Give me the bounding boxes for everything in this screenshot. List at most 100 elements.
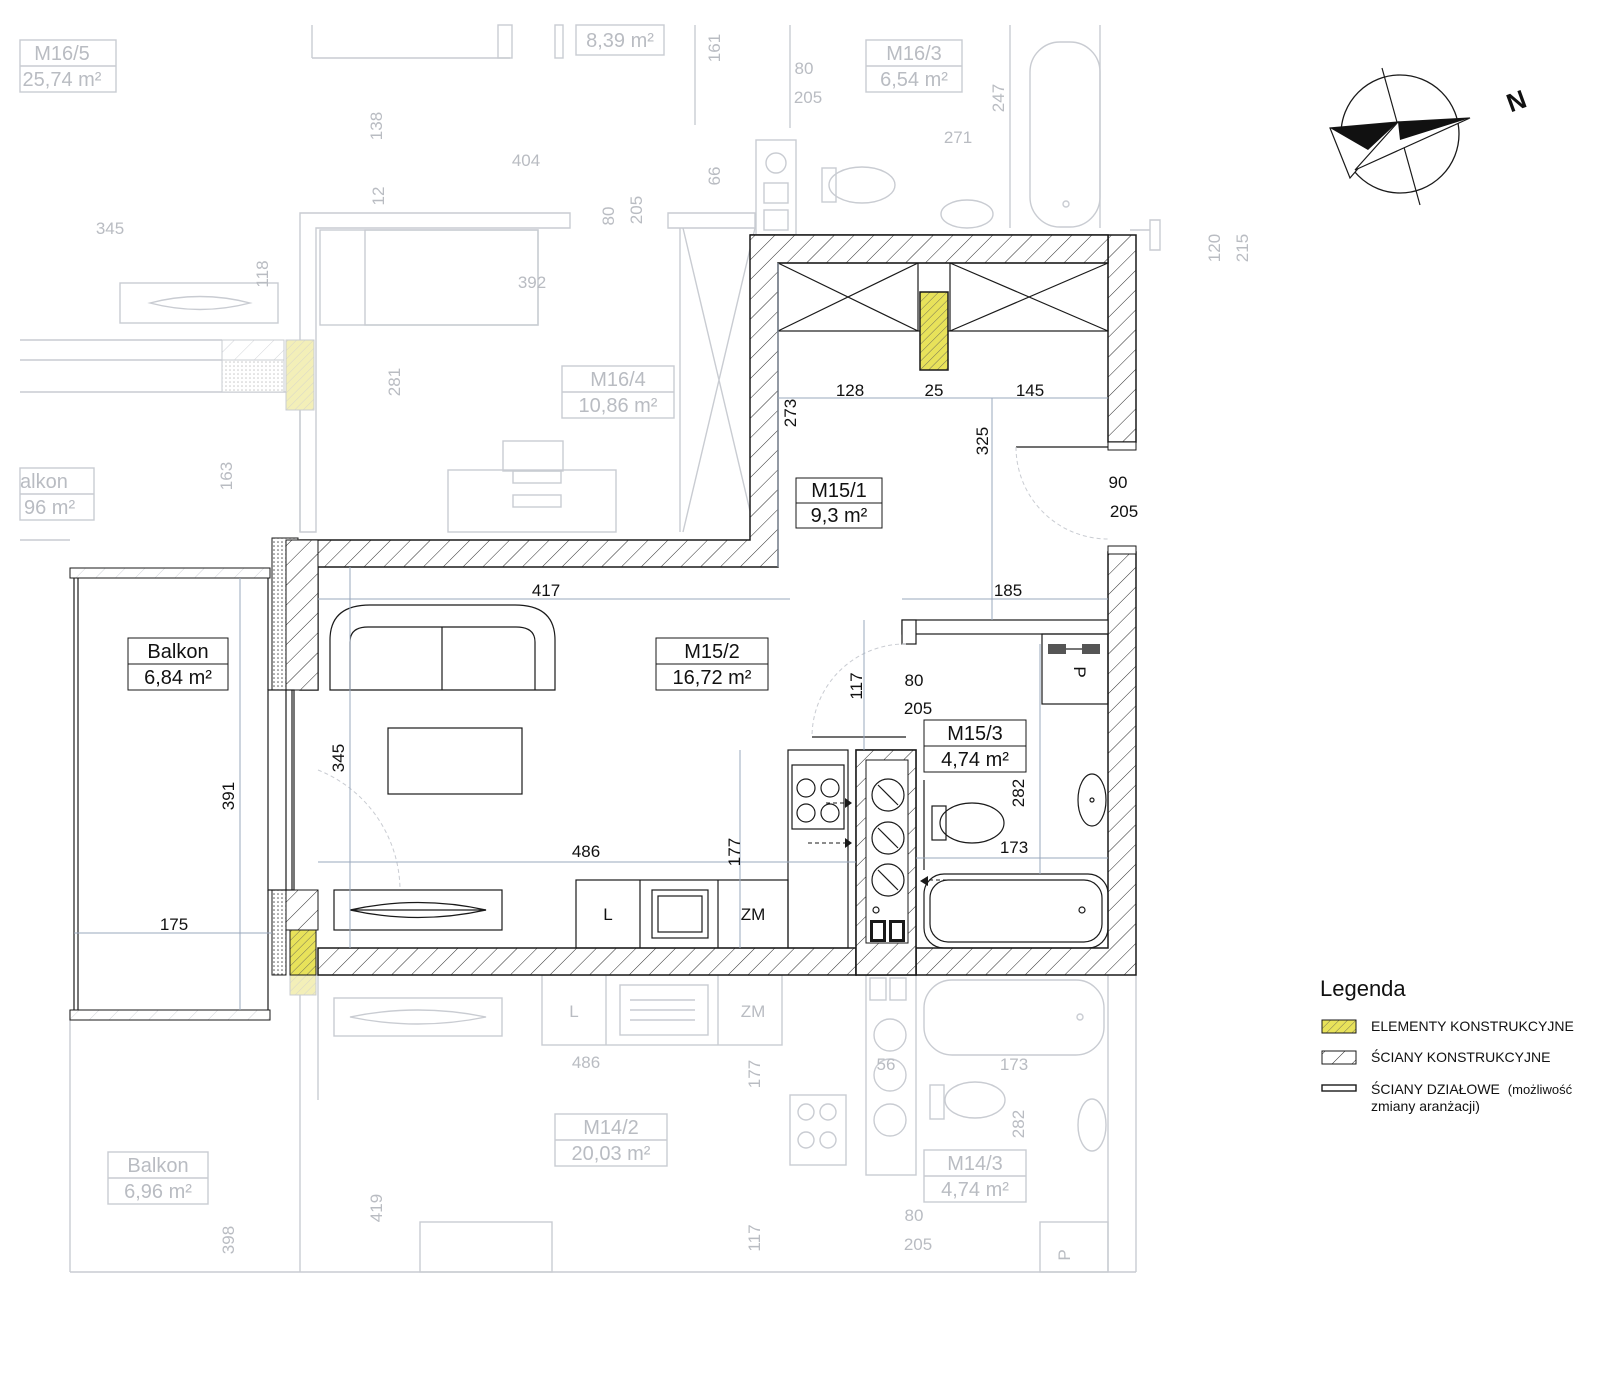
dimension-labels: 128 25 145 273 325 90 205 417 185 117 80… xyxy=(160,381,1138,934)
svg-text:12: 12 xyxy=(369,187,388,206)
svg-text:80: 80 xyxy=(599,207,618,226)
svg-text:273: 273 xyxy=(781,399,800,427)
svg-text:117: 117 xyxy=(745,1224,764,1251)
structural-element xyxy=(289,929,317,976)
svg-text:20,03 m²: 20,03 m² xyxy=(572,1143,651,1165)
svg-text:120: 120 xyxy=(1205,234,1224,262)
svg-text:P: P xyxy=(1070,666,1089,677)
svg-text:185: 185 xyxy=(994,581,1022,600)
svg-text:215: 215 xyxy=(1233,234,1252,262)
room-label-balkon: Balkon 6,84 m² xyxy=(127,637,229,691)
svg-text:25,74 m²: 25,74 m² xyxy=(23,69,102,91)
room-label-m14-3: M14/3 4,74 m² xyxy=(941,1153,1009,1201)
svg-text:zmiany aranżacji): zmiany aranżacji) xyxy=(1371,1098,1480,1114)
room-label-m16-3: M16/3 6,54 m² xyxy=(880,43,948,91)
svg-text:M16/5: M16/5 xyxy=(34,43,90,65)
apartment-m15 xyxy=(69,234,1137,1021)
svg-text:177: 177 xyxy=(725,838,744,866)
svg-text:L: L xyxy=(569,1002,578,1021)
svg-text:271: 271 xyxy=(944,128,972,147)
svg-text:ELEMENTY KONSTRUKCYJNE: ELEMENTY KONSTRUKCYJNE xyxy=(1371,1018,1574,1034)
svg-text:282: 282 xyxy=(1009,779,1028,807)
svg-text:417: 417 xyxy=(532,581,560,600)
svg-text:145: 145 xyxy=(1016,381,1044,400)
svg-text:80: 80 xyxy=(905,1206,924,1225)
room-label-m15-2: M15/2 16,72 m² xyxy=(655,637,769,691)
svg-text:9,3 m²: 9,3 m² xyxy=(811,505,868,527)
svg-text:25: 25 xyxy=(925,381,944,400)
structural-column xyxy=(919,291,949,371)
svg-text:205: 205 xyxy=(1110,502,1138,521)
svg-text:4,74 m²: 4,74 m² xyxy=(941,1179,1009,1201)
svg-text:M14/3: M14/3 xyxy=(947,1153,1003,1175)
svg-text:56: 56 xyxy=(877,1055,896,1074)
dimension-lines xyxy=(74,263,1108,1010)
svg-text:8,39 m²: 8,39 m² xyxy=(586,30,654,52)
svg-text:ZM: ZM xyxy=(741,1002,766,1021)
svg-text:ZM: ZM xyxy=(741,905,766,924)
svg-text:Balkon: Balkon xyxy=(147,641,208,663)
svg-text:6,84 m²: 6,84 m² xyxy=(144,667,212,689)
room-label-m16-5: M16/5 25,74 m² xyxy=(23,43,102,91)
svg-text:10,86 m²: 10,86 m² xyxy=(579,395,658,417)
svg-text:486: 486 xyxy=(572,1053,600,1072)
svg-text:M15/3: M15/3 xyxy=(947,723,1003,745)
svg-text:345: 345 xyxy=(96,219,124,238)
room-label-m16-top: 8,39 m² xyxy=(586,30,654,52)
svg-text:138: 138 xyxy=(367,112,386,140)
svg-text:M15/1: M15/1 xyxy=(811,480,867,502)
svg-text:173: 173 xyxy=(1000,1055,1028,1074)
svg-text:Balkon: Balkon xyxy=(127,1155,188,1177)
svg-text:163: 163 xyxy=(217,462,236,490)
svg-text:205: 205 xyxy=(794,88,822,107)
svg-text:205: 205 xyxy=(904,699,932,718)
svg-text:66: 66 xyxy=(705,167,724,186)
svg-text:M16/4: M16/4 xyxy=(590,369,646,391)
svg-text:P: P xyxy=(1055,1249,1074,1260)
svg-text:177: 177 xyxy=(745,1060,764,1088)
compass: N xyxy=(1329,67,1530,206)
svg-text:281: 281 xyxy=(385,368,404,396)
svg-text:398: 398 xyxy=(219,1226,238,1254)
svg-text:345: 345 xyxy=(329,744,348,772)
room-label-m16-4: M16/4 10,86 m² xyxy=(579,369,658,417)
svg-text:16,72 m²: 16,72 m² xyxy=(673,667,752,689)
svg-text:419: 419 xyxy=(367,1194,386,1222)
svg-text:Legenda: Legenda xyxy=(1320,976,1406,1001)
svg-text:392: 392 xyxy=(518,273,546,292)
compass-north-label: N xyxy=(1502,84,1530,119)
svg-text:282: 282 xyxy=(1009,1110,1028,1138)
room-label-m14-2: M14/2 20,03 m² xyxy=(572,1117,651,1165)
svg-text:96 m²: 96 m² xyxy=(24,497,75,519)
svg-text:ŚCIANY KONSTRUKCYJNE: ŚCIANY KONSTRUKCYJNE xyxy=(1371,1048,1550,1065)
svg-text:117: 117 xyxy=(847,672,866,699)
svg-text:175: 175 xyxy=(160,915,188,934)
svg-text:247: 247 xyxy=(989,84,1008,112)
svg-text:325: 325 xyxy=(973,427,992,455)
svg-text:80: 80 xyxy=(905,671,924,690)
fixture-labels: L ZM P L ZM P xyxy=(569,666,1089,1260)
svg-text:391: 391 xyxy=(219,782,238,810)
svg-text:486: 486 xyxy=(572,842,600,861)
svg-text:205: 205 xyxy=(627,196,646,224)
svg-text:M16/3: M16/3 xyxy=(886,43,942,65)
svg-text:alkon: alkon xyxy=(20,471,68,493)
svg-text:404: 404 xyxy=(512,151,540,170)
room-label-m15-1: M15/1 9,3 m² xyxy=(795,477,883,529)
svg-text:L: L xyxy=(603,905,612,924)
svg-text:173: 173 xyxy=(1000,838,1028,857)
dimension-labels-faint: 161 80 205 247 138 404 271 66 12 80 205 … xyxy=(96,34,1252,1254)
svg-text:205: 205 xyxy=(904,1235,932,1254)
neighbor-units-bottom xyxy=(69,974,1137,1273)
svg-text:118: 118 xyxy=(253,260,272,287)
svg-text:80: 80 xyxy=(795,59,814,78)
legend: Legenda ELEMENTY KONSTRUKCYJNE ŚCIANY KO… xyxy=(1320,976,1574,1114)
svg-text:4,74 m²: 4,74 m² xyxy=(941,749,1009,771)
svg-text:90: 90 xyxy=(1109,473,1128,492)
svg-text:ŚCIANY DZIAŁOWE (możliwo: ŚCIANY DZIAŁOWE (możliwość xyxy=(1371,1080,1573,1097)
svg-text:M15/2: M15/2 xyxy=(684,641,740,663)
svg-text:6,54 m²: 6,54 m² xyxy=(880,69,948,91)
svg-text:M14/2: M14/2 xyxy=(583,1117,639,1139)
svg-text:6,96 m²: 6,96 m² xyxy=(124,1181,192,1203)
